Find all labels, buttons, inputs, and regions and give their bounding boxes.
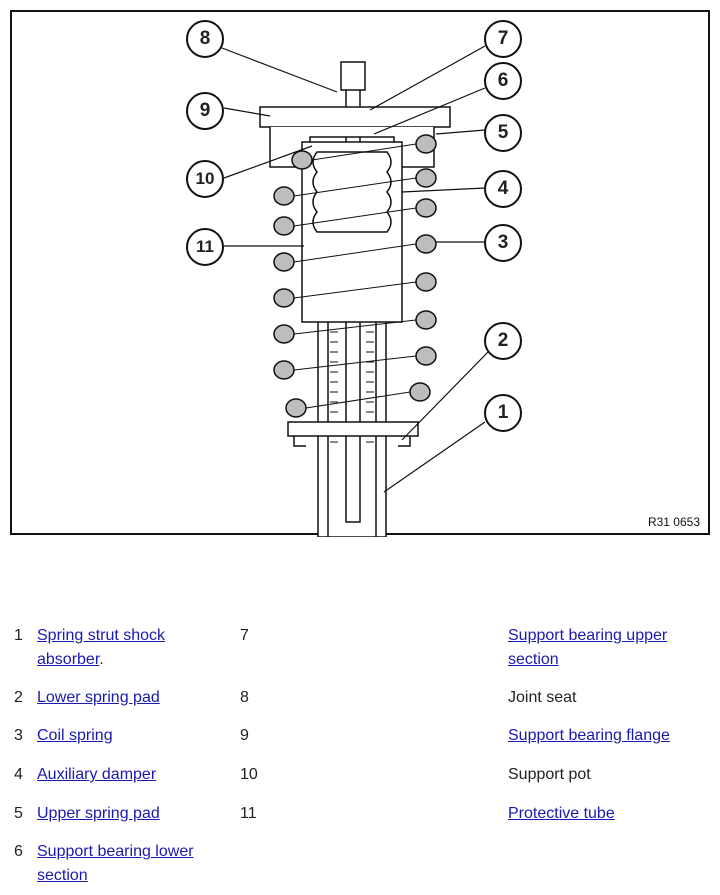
bearing-flange (259, 106, 451, 128)
legend-number-9: 9 (240, 727, 249, 744)
diagram-svg (221, 45, 489, 537)
legend-number-4: 4 (14, 766, 23, 783)
callout-8: 8 (186, 20, 224, 58)
legend-item-8: Joint seat (508, 689, 577, 706)
callout-10: 10 (186, 160, 224, 198)
legend-number-1: 1 (14, 627, 23, 644)
coil-links (293, 143, 417, 409)
legend-item-1: Spring strut shock absorber. (37, 624, 217, 672)
callout-5: 5 (484, 114, 522, 152)
legend-item-1-suffix: . (99, 651, 104, 668)
legend-link-auxiliary-damper[interactable]: Auxiliary damper (37, 766, 157, 783)
diagram-reference: R31 0653 (647, 515, 700, 529)
legend-link-lower-spring-pad[interactable]: Lower spring pad (37, 689, 160, 706)
legend-number-5: 5 (14, 805, 23, 822)
legend-link-support-bearing-upper-section[interactable]: Support bearing upper section (508, 627, 668, 668)
legend-item-3: Coil spring (37, 724, 113, 748)
legend-item-7: Support bearing upper section (508, 624, 708, 672)
spring-strut-diagram: 8 7 6 9 5 10 4 11 3 2 1 R31 0653 (10, 10, 710, 537)
auxiliary-damper (312, 151, 392, 233)
legend-link-support-bearing-lower-section[interactable]: Support bearing lower section (37, 843, 194, 884)
legend-number-10: 10 (240, 766, 258, 783)
leader-lines (221, 45, 489, 493)
legend-item-10: Support pot (508, 766, 591, 783)
coil-spring-right (409, 134, 437, 402)
legend-item-2: Lower spring pad (37, 686, 160, 710)
legend-link-coil-spring[interactable]: Coil spring (37, 727, 113, 744)
callout-4: 4 (484, 170, 522, 208)
legend-number-8: 8 (240, 689, 249, 706)
legend-item-9: Support bearing flange (508, 724, 670, 748)
callout-6: 6 (484, 62, 522, 100)
legend-item-11: Protective tube (508, 802, 615, 826)
strut-drawing (259, 61, 451, 537)
callout-2: 2 (484, 322, 522, 360)
callout-3: 3 (484, 224, 522, 262)
lower-spring-pad (287, 421, 419, 437)
legend-link-protective-tube[interactable]: Protective tube (508, 805, 615, 822)
top-nut (340, 61, 366, 91)
legend-link-spring-strut-shock-absorber[interactable]: Spring strut shock absorber (37, 627, 166, 668)
legend-number-6: 6 (14, 843, 23, 860)
legend-number-3: 3 (14, 727, 23, 744)
legend-item-5: Upper spring pad (37, 802, 160, 826)
legend-number-11: 11 (240, 805, 257, 822)
legend-link-support-bearing-flange[interactable]: Support bearing flange (508, 727, 670, 744)
legend-link-upper-spring-pad[interactable]: Upper spring pad (37, 805, 160, 822)
legend-number-2: 2 (14, 689, 23, 706)
legend-item-4: Auxiliary damper (37, 763, 156, 787)
legend-item-6: Support bearing lower section (37, 840, 227, 888)
callout-7: 7 (484, 20, 522, 58)
callout-1: 1 (484, 394, 522, 432)
legend-number-7: 7 (240, 627, 249, 644)
callout-11: 11 (186, 228, 224, 266)
callout-9: 9 (186, 92, 224, 130)
coil-spring-left (273, 150, 313, 418)
